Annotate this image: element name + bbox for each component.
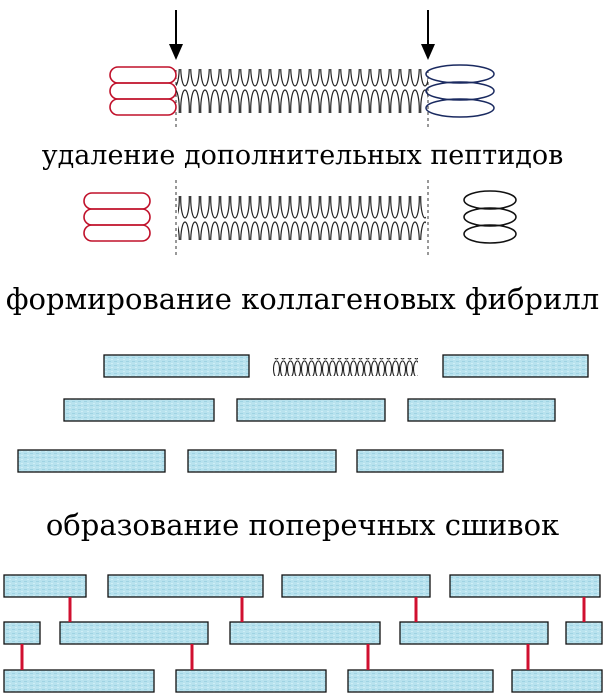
collagen-molecule [565, 621, 603, 645]
n-propeptide [109, 66, 177, 116]
collagen-molecule [236, 398, 386, 422]
cleaved-molecule [83, 180, 517, 256]
collagen-molecule [107, 574, 264, 598]
removed-c-propeptide [463, 190, 517, 244]
c-propeptide [425, 64, 495, 118]
collagen-molecule [347, 669, 494, 693]
step-caption-crosslink-formation: образование поперечных сшивок [45, 508, 560, 542]
collagen-molecule [3, 574, 87, 598]
collagen-molecule [63, 398, 215, 422]
step-caption-peptide-removal: удаление дополнительных пептидов [41, 140, 564, 171]
collagen-molecule [407, 398, 556, 422]
removed-n-propeptide [83, 192, 151, 242]
tropocollagen-helix [178, 196, 426, 240]
collagen-molecule [187, 449, 337, 473]
collagen-molecule [3, 621, 41, 645]
collagen-molecule [3, 669, 155, 693]
coiled-molecule [273, 358, 418, 376]
collagen-molecule [511, 669, 603, 693]
down-arrow-left-icon [169, 10, 183, 60]
procollagen-molecule [109, 10, 495, 130]
collagen-molecule [229, 621, 381, 645]
collagen-molecule [59, 621, 209, 645]
crosslinked-fibril [3, 574, 603, 693]
fibril-assembly [17, 354, 589, 473]
collagen-molecule [399, 621, 549, 645]
collagen-molecule [17, 449, 166, 473]
collagen-molecule [103, 354, 250, 378]
down-arrow-right-icon [421, 10, 435, 60]
collagen-molecule [442, 354, 589, 378]
collagen-molecule [356, 449, 504, 473]
triple-helix [176, 69, 428, 113]
collagen-molecule [281, 574, 431, 598]
step-caption-fibril-formation: формирование коллагеновых фибрилл [5, 282, 600, 316]
collagen-molecule [449, 574, 601, 598]
collagen-molecule [175, 669, 327, 693]
